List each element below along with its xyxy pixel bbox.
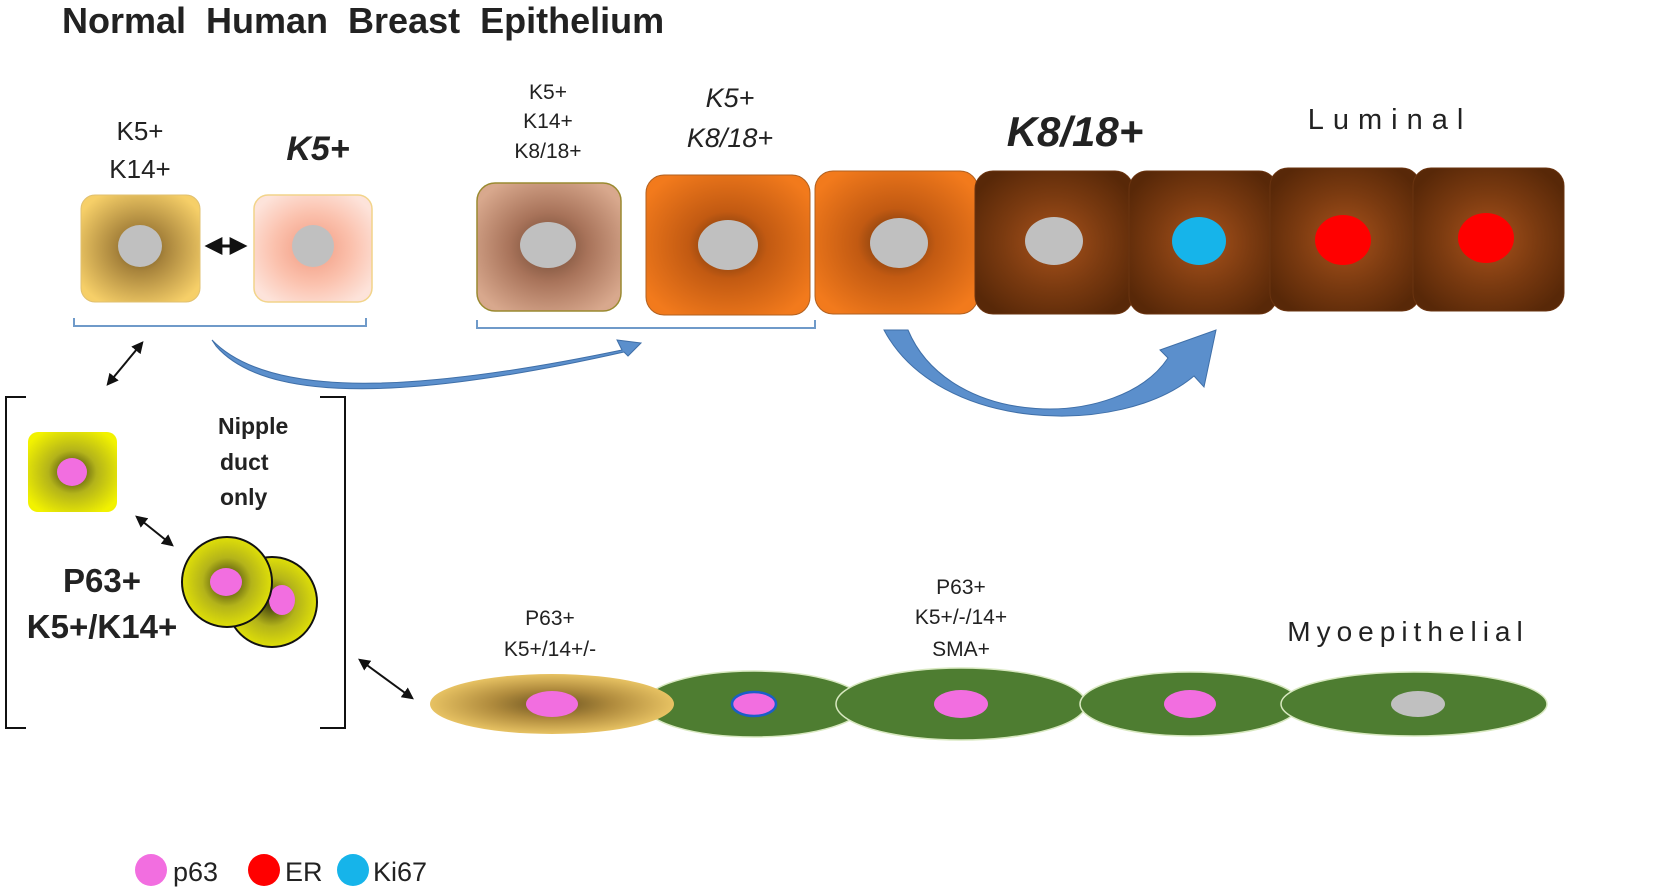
diagram-title: Normal Human Breast Epithelium bbox=[62, 0, 664, 41]
label-nipple-line3: only bbox=[220, 484, 267, 510]
nucleus-grey bbox=[292, 225, 334, 267]
legend-swatch-er bbox=[248, 854, 280, 886]
label-p63-line2: K5+/K14+ bbox=[27, 608, 177, 645]
curved-arrow-intermediate-to-luminal bbox=[883, 329, 1217, 417]
legend: p63 ER Ki67 bbox=[135, 854, 427, 887]
legend-label-ki67: Ki67 bbox=[373, 857, 427, 887]
label-myo2-line2: K5+/-/14+ bbox=[915, 606, 1007, 629]
label-k818-bold: K8/18+ bbox=[1007, 108, 1144, 155]
bracket-p63-left bbox=[5, 396, 26, 729]
label-myo2-line1: P63+ bbox=[936, 576, 986, 599]
curved-arrow-basal-to-intermediate bbox=[211, 339, 643, 390]
bracket-intermediate bbox=[476, 320, 816, 329]
nucleus-p63 bbox=[1164, 690, 1216, 718]
label-myoepithelial: Myoepithelial bbox=[1287, 616, 1528, 647]
double-arrow-nipple-cells bbox=[135, 515, 174, 547]
label-k5-k14-line2: K14+ bbox=[109, 154, 170, 184]
label-int1-line1: K5+ bbox=[529, 81, 567, 104]
nucleus-p63-ki67 bbox=[730, 690, 778, 718]
nucleus-grey bbox=[1025, 217, 1083, 265]
double-arrow-to-myoepithelial bbox=[358, 658, 414, 700]
label-p63-line1: P63+ bbox=[63, 562, 141, 599]
label-myo2-line3: SMA+ bbox=[932, 638, 990, 661]
nucleus-p63 bbox=[57, 458, 87, 486]
bracket-p63-right bbox=[320, 396, 346, 729]
bracket-basal bbox=[73, 318, 367, 327]
nucleus-p63 bbox=[210, 568, 242, 596]
nucleus-grey bbox=[118, 225, 162, 267]
nucleus-er bbox=[1315, 215, 1371, 265]
nucleus-grey bbox=[698, 220, 758, 270]
label-int2-line1: K5+ bbox=[706, 83, 755, 113]
nucleus-p63 bbox=[934, 690, 988, 718]
label-k5-k14-line1: K5+ bbox=[117, 116, 164, 146]
legend-label-p63: p63 bbox=[173, 857, 218, 887]
label-int2-line2: K8/18+ bbox=[687, 123, 773, 153]
label-k5-bold: K5+ bbox=[286, 130, 349, 168]
nucleus-p63 bbox=[526, 691, 578, 717]
nucleus-grey bbox=[1391, 691, 1445, 717]
nucleus-grey bbox=[520, 222, 576, 268]
nucleus-ki67 bbox=[1172, 217, 1226, 265]
label-int1-line3: K8/18+ bbox=[514, 140, 581, 163]
label-nipple-line1: Nipple bbox=[218, 413, 288, 439]
label-nipple-line2: duct bbox=[220, 449, 269, 475]
double-arrow-to-p63-bracket bbox=[106, 341, 144, 386]
nucleus-p63 bbox=[269, 585, 295, 615]
nucleus-er bbox=[1458, 213, 1514, 263]
label-myo1-line1: P63+ bbox=[525, 607, 575, 630]
nucleus-grey bbox=[870, 218, 928, 268]
label-myo1-line2: K5+/14+/- bbox=[504, 638, 596, 661]
legend-label-er: ER bbox=[285, 857, 323, 887]
legend-swatch-p63 bbox=[135, 854, 167, 886]
label-luminal: Luminal bbox=[1308, 104, 1473, 136]
label-int1-line2: K14+ bbox=[523, 110, 573, 133]
legend-swatch-ki67 bbox=[337, 854, 369, 886]
